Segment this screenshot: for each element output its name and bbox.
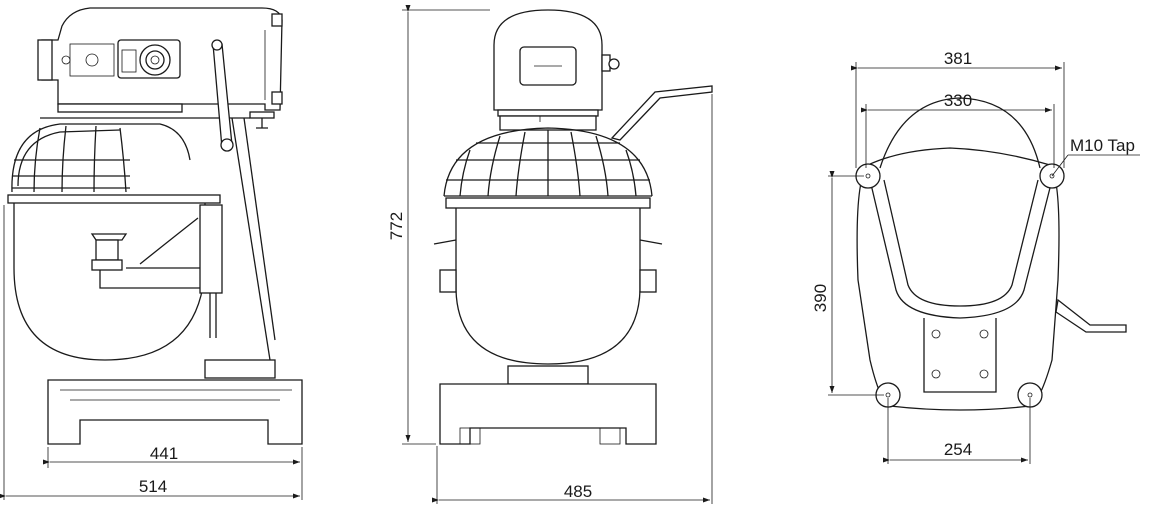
base-dimensions xyxy=(828,62,1140,464)
front-dimensions xyxy=(402,5,713,504)
side-view xyxy=(7,7,303,445)
dimension-330: 330 xyxy=(944,91,972,110)
side-dimensions xyxy=(0,205,303,500)
tap-label: M10 Tap xyxy=(1070,136,1135,155)
dimension-485: 485 xyxy=(564,482,592,501)
dimension-441: 441 xyxy=(150,444,178,463)
front-view xyxy=(433,9,713,445)
dimension-254: 254 xyxy=(944,440,972,459)
dimension-772: 772 xyxy=(387,212,406,240)
dimension-381: 381 xyxy=(944,49,972,68)
dimension-514: 514 xyxy=(139,477,167,496)
dimension-390: 390 xyxy=(811,284,830,312)
